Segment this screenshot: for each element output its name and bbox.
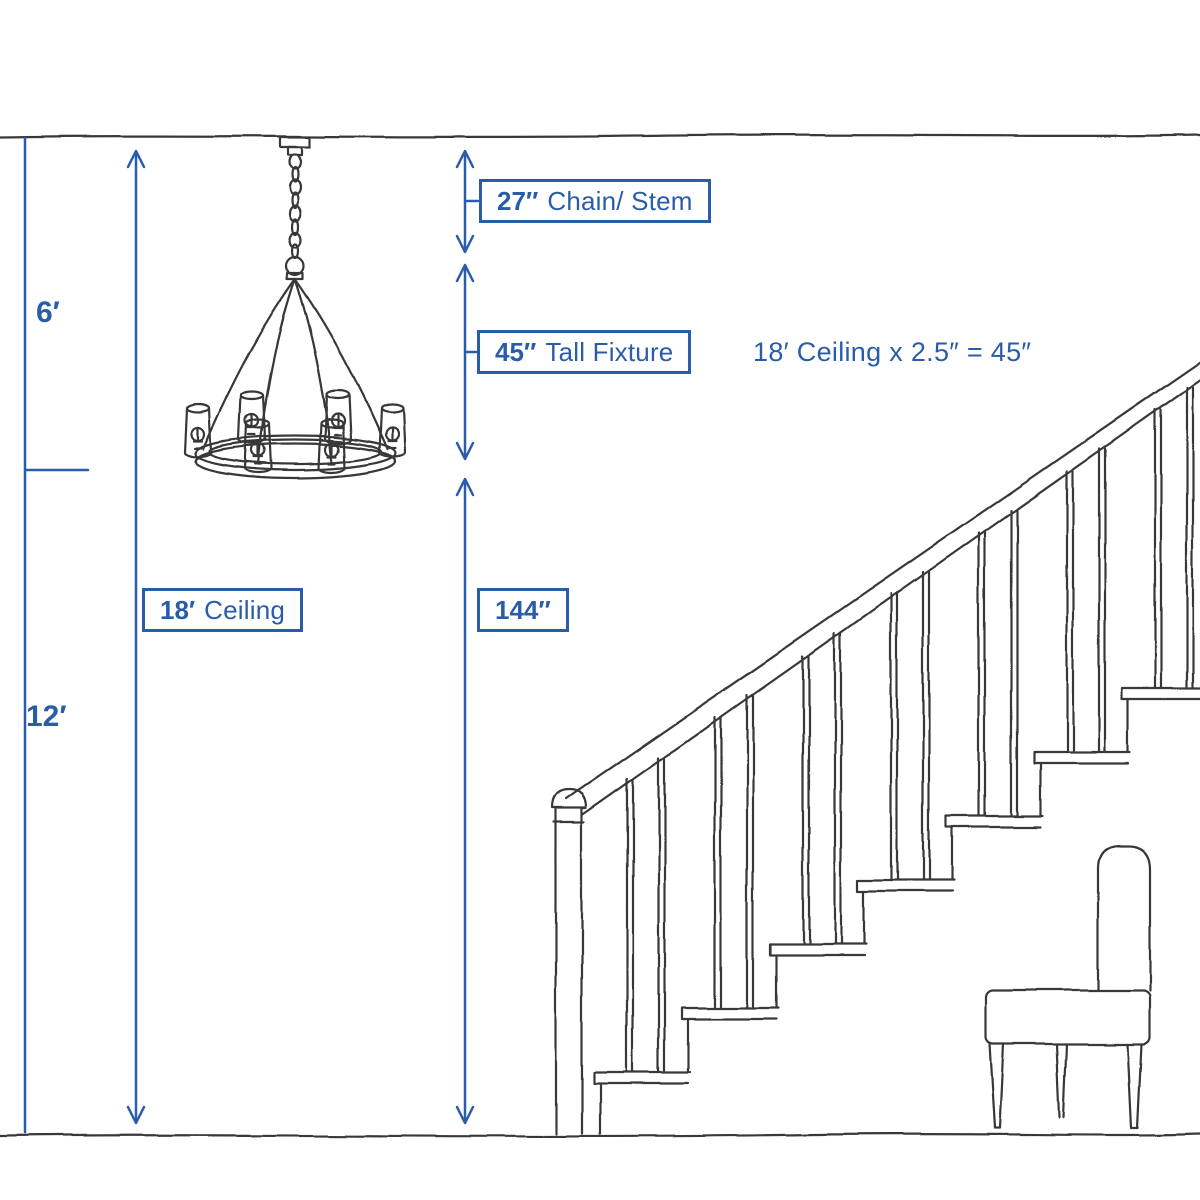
- chandelier-chain: [288, 153, 302, 260]
- fixture-dimension-line: [455, 263, 478, 461]
- ceiling-height-value: 18′: [160, 594, 196, 625]
- chandelier-illustration: [183, 135, 407, 480]
- ceiling-height-text: Ceiling: [204, 594, 286, 625]
- chain-dimension-line: [455, 149, 480, 254]
- newel-post: [550, 788, 588, 1136]
- chandelier-arms: [201, 277, 389, 466]
- tall-fixture-dimension-label: 45″ Tall Fixture: [477, 330, 692, 374]
- ceiling-height-dimension-line: [126, 149, 146, 1125]
- chain-stem-value: 27″: [497, 185, 539, 216]
- tall-fixture-text: Tall Fixture: [545, 336, 674, 367]
- chair-seat: [984, 988, 1152, 1046]
- chandelier-ring: [193, 434, 397, 480]
- chandelier-lights: [183, 389, 407, 474]
- drop-height-dimension-label: 144″: [477, 588, 569, 632]
- drop-height-value: 144″: [495, 594, 551, 625]
- ceiling-height-dimension-label: 18′ Ceiling: [142, 588, 304, 632]
- chair-back: [1096, 845, 1152, 992]
- floor-line: [0, 1132, 1200, 1138]
- chandelier-canopy: [278, 135, 312, 149]
- chair-legs: [988, 1042, 1144, 1130]
- drop-dimension-line: [455, 477, 475, 1125]
- chandelier-hub: [284, 255, 306, 277]
- chain-stem-dimension-label: 27″ Chain/ Stem: [479, 179, 711, 223]
- chair-illustration: [984, 845, 1152, 1130]
- balusters: [625, 385, 1195, 1074]
- wall-height-dimension-line: [23, 136, 90, 1134]
- staircase-illustration: [550, 360, 1200, 1136]
- upper-section-label: 6′: [36, 296, 60, 329]
- ceiling-line: [0, 133, 1200, 139]
- chain-stem-text: Chain/ Stem: [547, 185, 693, 216]
- tall-fixture-value: 45″: [495, 336, 537, 367]
- lower-section-label: 12′: [26, 700, 67, 733]
- sizing-formula-text: 18′ Ceiling x 2.5″ = 45″: [753, 337, 1032, 367]
- stairs-steps: [592, 686, 1200, 1136]
